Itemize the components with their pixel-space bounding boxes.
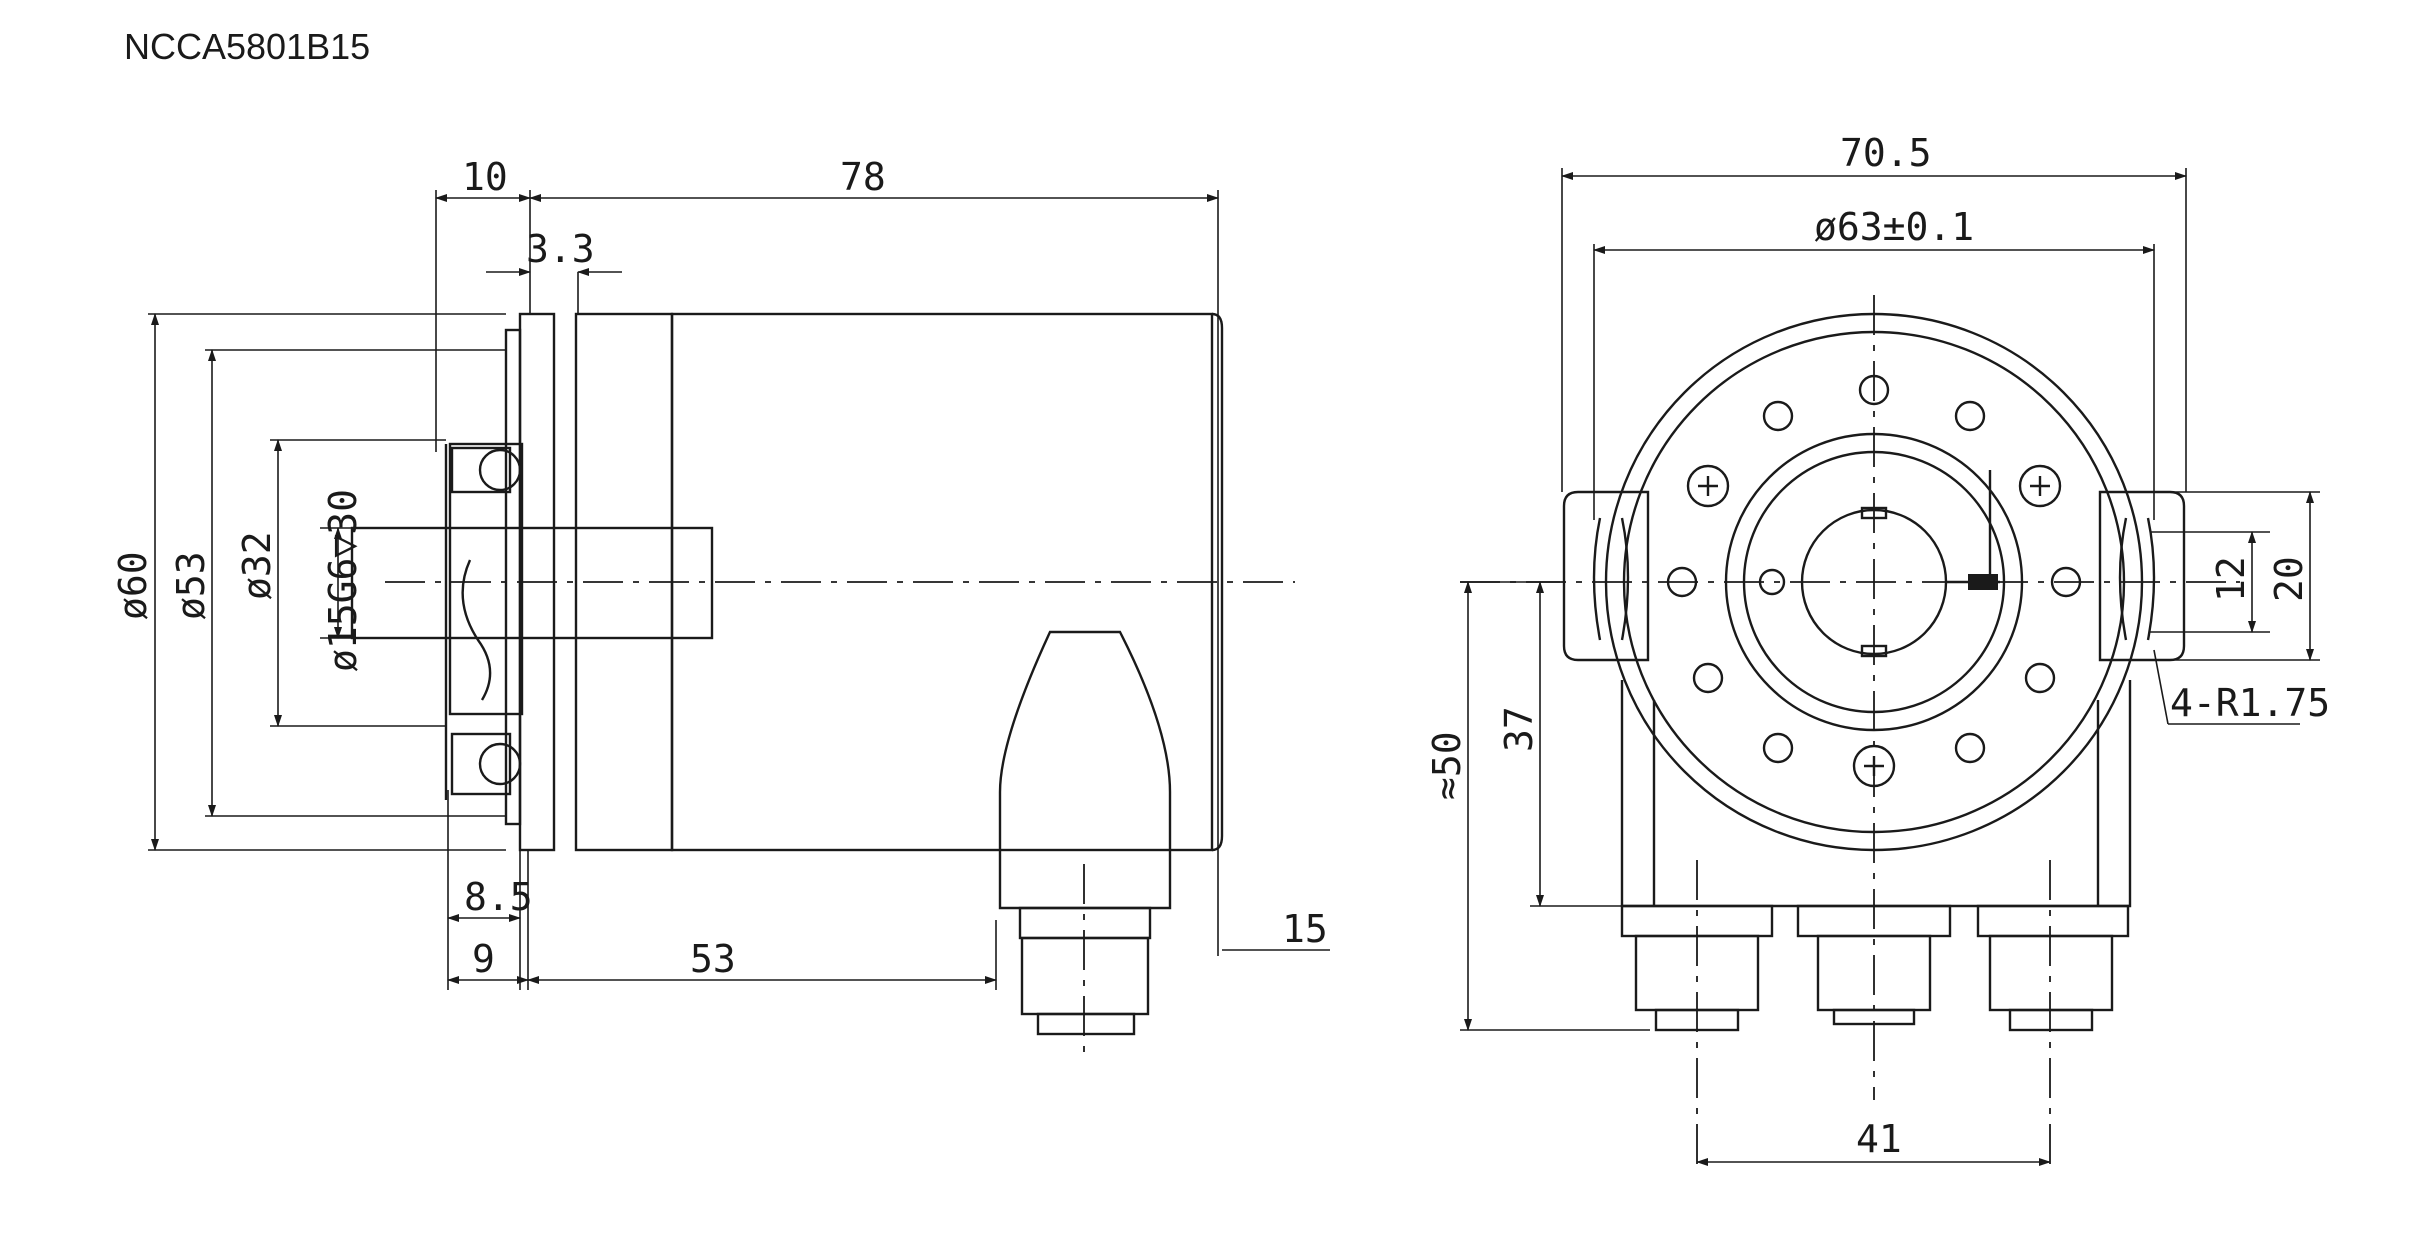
dim-bolt-circle: ø63±0.1 bbox=[1814, 205, 1974, 249]
side-view: 10 78 3.3 ø60 ø53 ø32 ø15G6▽30 8.5 9 53 … bbox=[111, 155, 1330, 1060]
dim-width: 70.5 bbox=[1840, 131, 1932, 175]
dim-connector-pos: 53 bbox=[690, 937, 736, 981]
front-dimension-lines bbox=[1464, 172, 2314, 1166]
bolt-hole bbox=[1762, 400, 1794, 432]
right-slot bbox=[2118, 517, 2156, 641]
bolt-hole bbox=[1954, 732, 1986, 764]
dim-offset-8-5: 8.5 bbox=[464, 875, 533, 919]
dim-slot-height: 20 bbox=[2267, 556, 2311, 602]
dim-slot-radius: 4-R1.75 bbox=[2170, 681, 2330, 725]
side-dimension-lines bbox=[151, 194, 1219, 984]
left-lug bbox=[1562, 490, 1650, 662]
dim-body-length: 78 bbox=[840, 155, 886, 199]
connector-thread bbox=[1020, 936, 1150, 1016]
flange-rim bbox=[504, 328, 522, 826]
dim-dia-mid: ø53 bbox=[169, 551, 213, 620]
left-slot bbox=[1592, 517, 1630, 641]
dim-dia-centering: ø32 bbox=[235, 531, 279, 600]
dim-flange-thickness: 10 bbox=[462, 155, 508, 199]
dim-offset-9: 9 bbox=[472, 937, 495, 981]
dim-total-height: ≈50 bbox=[1425, 731, 1469, 800]
dim-center-height: 37 bbox=[1497, 706, 1541, 752]
clamp-screw-top bbox=[450, 446, 512, 494]
connector-right-nut bbox=[1976, 904, 2130, 938]
connector-right-body bbox=[1988, 934, 2114, 1012]
screw-head-bottom bbox=[478, 742, 522, 786]
front-extension-lines bbox=[1460, 168, 2320, 1031]
clamp-break-line bbox=[461, 559, 492, 701]
shaft bbox=[350, 526, 714, 640]
dim-shaft: ø15G6▽30 bbox=[321, 489, 365, 672]
dim-dia-outer: ø60 bbox=[111, 551, 155, 620]
side-extension-lines bbox=[148, 190, 1330, 990]
bolt-hole bbox=[1692, 662, 1724, 694]
housing-body bbox=[1620, 680, 2132, 908]
dim-connector-spacing: 41 bbox=[1856, 1117, 1902, 1161]
bolt-hole bbox=[1762, 732, 1794, 764]
dim-connector-depth: 15 bbox=[1282, 907, 1328, 951]
connector-right-pins bbox=[2008, 1008, 2094, 1032]
clamp-block bbox=[448, 442, 524, 716]
connector-pins bbox=[1036, 1012, 1136, 1036]
housing-inner-edges bbox=[1652, 700, 2100, 906]
model-title: NCCA5801B15 bbox=[124, 26, 371, 67]
dim-step: 3.3 bbox=[526, 227, 595, 271]
dim-slot-width: 12 bbox=[2209, 556, 2253, 602]
front-view: 70.5 ø63±0.1 12 20 4-R1.75 37 ≈50 41 bbox=[1425, 131, 2330, 1170]
connector-housing bbox=[998, 630, 1172, 910]
screw-head-top bbox=[478, 448, 522, 492]
clamp-screw-bottom bbox=[450, 732, 512, 796]
bolt-hole bbox=[2024, 662, 2056, 694]
bolt-hole bbox=[1954, 400, 1986, 432]
connector-nut bbox=[1018, 906, 1152, 940]
